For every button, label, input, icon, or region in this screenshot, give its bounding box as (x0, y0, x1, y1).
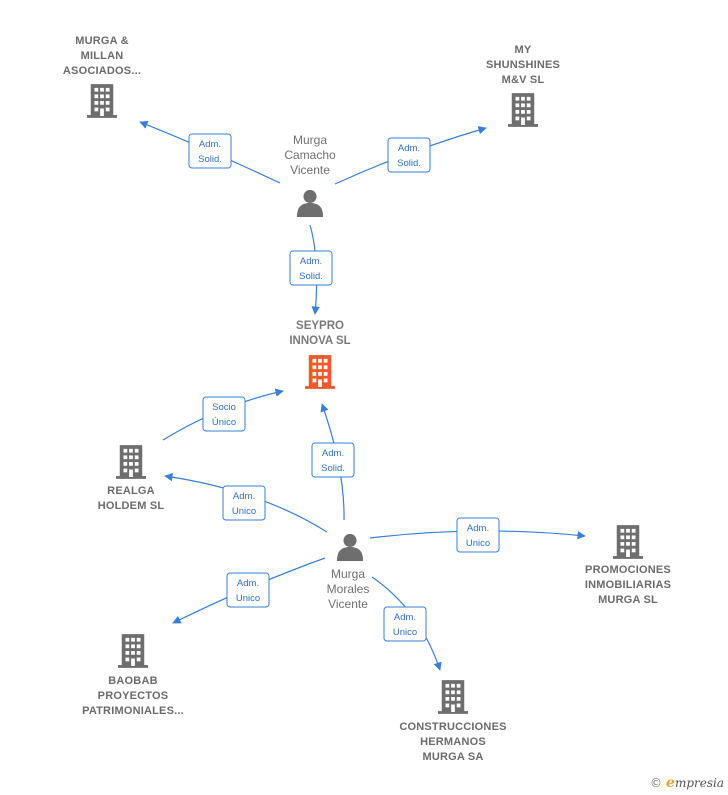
building-icon (118, 634, 148, 668)
relation-label-text: Solid. (397, 158, 421, 169)
relation-label-text: Adm. (199, 139, 221, 150)
node-label-line: ASOCIADOS... (63, 65, 141, 77)
node-label-line: MURGA & (75, 35, 129, 47)
relation-label-box[interactable] (383, 606, 427, 642)
brand-initial: e (666, 775, 675, 791)
relation-edge: Adm. Unico (172, 557, 326, 624)
relation-label-text: Solid. (198, 154, 222, 165)
node-label-line: PATRIMONIALES... (82, 705, 184, 717)
relation-edge: Adm. Solid. (289, 224, 333, 315)
relation-label-text: Adm. (300, 256, 322, 267)
relation-label-box[interactable] (222, 485, 266, 521)
relation-label-box[interactable] (226, 572, 270, 608)
node-label-line: Vicente (290, 163, 330, 177)
relation-edge: Adm. Unico (371, 576, 442, 671)
person-icon (296, 189, 324, 217)
node-seypro[interactable]: SEYPRO INNOVA SL (289, 320, 351, 389)
relation-label-box[interactable] (456, 517, 500, 553)
relation-label-box[interactable] (202, 396, 246, 432)
node-label-line: M&V SL (502, 74, 545, 86)
relation-label-text: Socio (212, 402, 236, 413)
relation-edge: Adm. Unico (164, 472, 328, 533)
copyright-symbol: © (650, 776, 663, 790)
relation-label-text: Unico (236, 593, 260, 604)
relation-label-box[interactable] (188, 133, 232, 169)
relation-edge: Adm. Solid. (139, 120, 281, 184)
building-icon (305, 355, 335, 389)
node-label-line: MY (515, 44, 532, 56)
brand-name: mpresia (674, 776, 724, 790)
relation-label-text: Único (212, 417, 236, 428)
node-label-line: Murga (293, 133, 327, 147)
relation-label-text: Solid. (299, 271, 323, 282)
relation-label-text: Adm. (237, 578, 259, 589)
relation-label-text: Adm. (233, 491, 255, 502)
node-label-line: BAOBAB (108, 675, 157, 687)
node-label-line: SEYPRO (296, 320, 344, 332)
building-icon (87, 84, 117, 118)
person-icon (336, 533, 364, 561)
node-label-line: Morales (327, 582, 370, 596)
node-realga[interactable]: REALGA HOLDEM SL (98, 445, 165, 512)
relation-label-text: Unico (393, 627, 417, 638)
node-label-line: MURGA SL (598, 594, 658, 606)
node-label-line: CONSTRUCCIONES (399, 721, 506, 733)
building-icon (508, 93, 538, 127)
node-promociones[interactable]: PROMOCIONES INMOBILIARIAS MURGA SL (585, 525, 671, 606)
node-label-line: Murga (331, 567, 365, 581)
relation-edge: Adm. Unico (369, 517, 586, 553)
node-label-line: HOLDEM SL (98, 500, 165, 512)
relation-label-text: Solid. (321, 463, 345, 474)
node-label-line: INMOBILIARIAS (585, 579, 671, 591)
node-label-line: SHUNSHINES (486, 59, 560, 71)
node-label-line: INNOVA SL (289, 335, 350, 347)
node-construcciones[interactable]: CONSTRUCCIONES HERMANOS MURGA SA (399, 680, 506, 763)
edges-layer: Adm. Solid. Adm. Solid. Adm. Solid. SocioÚnico… (139, 120, 586, 671)
building-icon (116, 445, 146, 479)
relation-label-text: Adm. (394, 612, 416, 623)
node-label-line: PROYECTOS (98, 690, 169, 702)
relation-label-box[interactable] (289, 250, 333, 286)
relation-edge: Adm. Solid. (334, 126, 487, 185)
node-baobab[interactable]: BAOBAB PROYECTOS PATRIMONIALES... (82, 634, 184, 717)
relation-label-text: Unico (232, 506, 256, 517)
node-label-line: PROMOCIONES (585, 564, 671, 576)
node-label-line: MURGA SA (422, 751, 483, 763)
node-murga-millan[interactable]: MURGA & MILLAN ASOCIADOS... (63, 35, 141, 118)
node-label-line: HERMANOS (420, 736, 486, 748)
relation-edge: Adm. Solid. (311, 403, 355, 521)
relation-label-text: Unico (466, 538, 490, 549)
building-icon (438, 680, 468, 714)
node-my-shunshines[interactable]: MY SHUNSHINES M&V SL (486, 44, 560, 127)
node-label-line: Vicente (328, 597, 368, 611)
relation-label-box[interactable] (387, 137, 431, 173)
node-label-line: MILLAN (81, 50, 124, 62)
building-icon (613, 525, 643, 559)
relation-label-text: Adm. (467, 523, 489, 534)
relation-label-text: Adm. (398, 143, 420, 154)
empresia-logo: ©empresia (650, 775, 724, 791)
nodes-layer: MURGA & MILLAN ASOCIADOS... MY SHUNSHINES M&V… (63, 35, 671, 763)
relation-label-box[interactable] (311, 442, 355, 478)
node-label-line: Camacho (284, 148, 336, 162)
relation-label-text: Adm. (322, 448, 344, 459)
node-label-line: REALGA (107, 485, 155, 497)
